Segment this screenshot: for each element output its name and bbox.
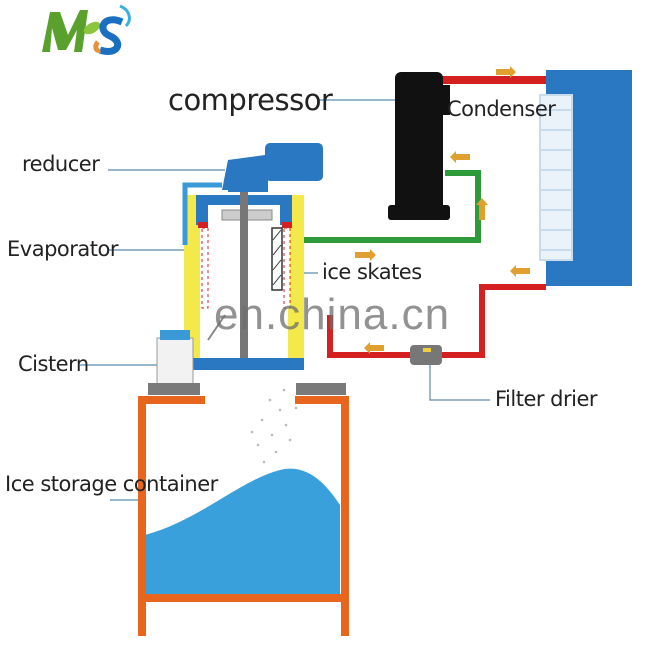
suction-pipe	[295, 170, 481, 243]
label-compressor: compressor	[168, 83, 333, 117]
ice-storage-container	[138, 396, 349, 636]
label-filter-drier: Filter drier	[495, 387, 598, 411]
base-right	[296, 383, 346, 395]
label-ice-storage-container: Ice storage container	[5, 472, 218, 496]
ice-particles	[250, 388, 298, 464]
filter-drier	[410, 345, 442, 365]
label-evaporator: Evaporator	[7, 237, 118, 261]
liquid-pipe	[327, 284, 546, 358]
label-cistern: Cistern	[18, 352, 89, 376]
ice-mound	[145, 468, 340, 595]
label-condenser: Condenser	[447, 97, 556, 121]
logo	[42, 4, 131, 55]
label-ice-skates: ice skates	[322, 260, 422, 284]
flow-arrows	[355, 66, 530, 354]
cistern	[156, 337, 194, 385]
base-left	[148, 383, 200, 395]
label-reducer: reducer	[22, 152, 100, 176]
reducer	[222, 143, 323, 192]
condenser-fins	[539, 94, 573, 261]
cistern-top	[160, 330, 190, 340]
compressor	[388, 72, 450, 220]
filter-drier-window	[423, 348, 431, 352]
watermark: en.china.cn	[214, 290, 451, 339]
evaporator-machine	[182, 182, 304, 370]
